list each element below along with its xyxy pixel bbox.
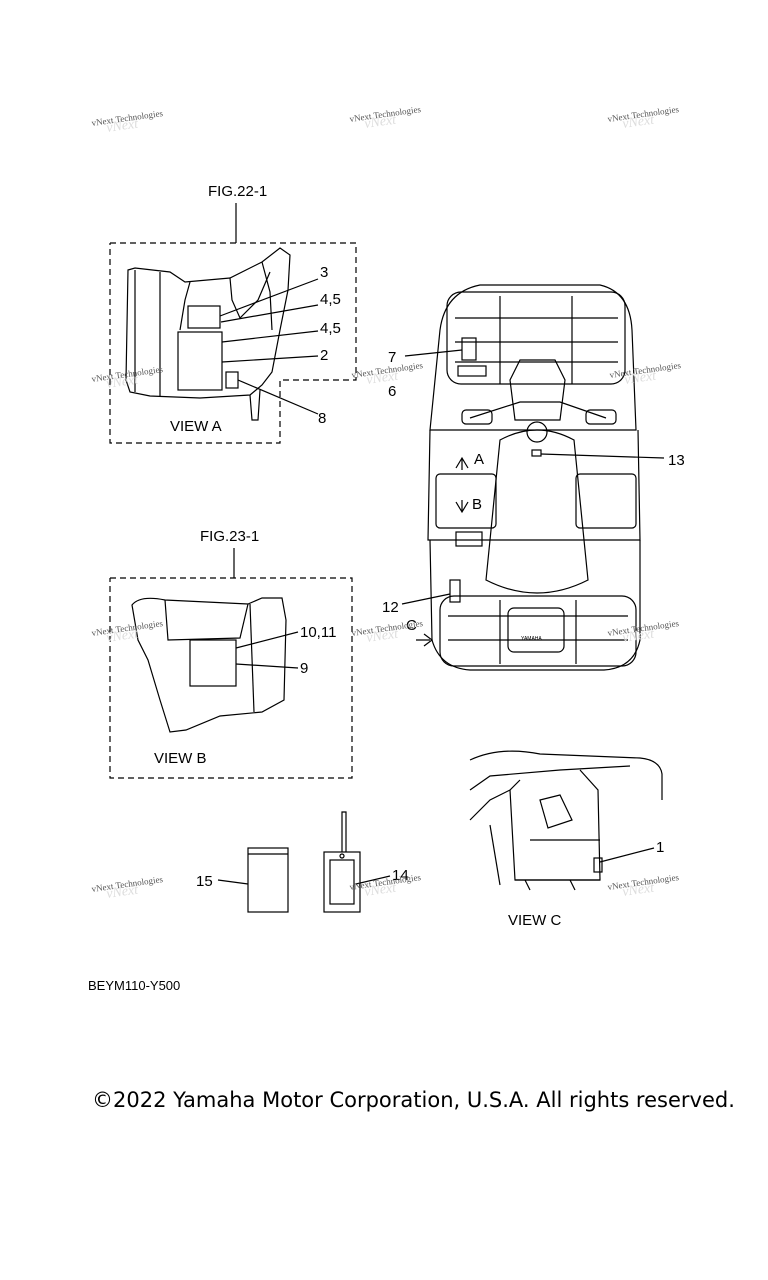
copyright-notice: ©2022 Yamaha Motor Corporation, U.S.A. A… — [92, 1088, 735, 1112]
svg-text:vNext: vNext — [365, 368, 400, 387]
view-b-frame — [109, 577, 353, 779]
view-b-label: VIEW B — [154, 750, 207, 767]
callout-10-11: 10,11 — [300, 624, 336, 641]
fig-22-1-label: FIG.22-1 — [208, 183, 267, 200]
callout-4-5-b: 4,5 — [320, 320, 341, 337]
arrow-a-label: A — [474, 451, 484, 468]
svg-text:vNext: vNext — [105, 116, 140, 135]
svg-text:vNext: vNext — [363, 112, 398, 131]
callout-12: 12 — [382, 599, 399, 616]
label-9 — [189, 639, 237, 687]
front-fender-outline — [125, 247, 291, 399]
part-15-card — [247, 847, 289, 913]
callout-8: 8 — [318, 410, 326, 427]
label-3 — [187, 305, 221, 329]
callout-13: 13 — [668, 452, 685, 469]
callout-1: 1 — [656, 839, 664, 856]
fuel-cap — [526, 421, 548, 443]
svg-text:vNext: vNext — [105, 372, 140, 391]
fig-23-1-label: FIG.23-1 — [200, 528, 259, 545]
part-14-string — [341, 811, 347, 852]
view-c-label: VIEW C — [508, 912, 562, 929]
front-rack — [446, 291, 626, 385]
arrow-c-label: C — [406, 617, 417, 634]
view-c-seat — [469, 750, 663, 800]
label-7 — [461, 337, 477, 361]
seat — [485, 429, 589, 594]
arrow-b-label: B — [472, 496, 482, 513]
svg-text:vNext: vNext — [621, 880, 656, 899]
view-a-frame — [109, 242, 357, 444]
view-a-group — [109, 203, 357, 444]
handlebar-pod — [509, 359, 566, 421]
label-2 — [177, 331, 223, 391]
svg-text:vNext: vNext — [621, 626, 656, 645]
svg-text:vNext: vNext — [363, 880, 398, 899]
callout-4-5-a: 4,5 — [320, 291, 341, 308]
callout-2: 2 — [320, 347, 328, 364]
svg-text:vNext: vNext — [365, 626, 400, 645]
front-body — [429, 284, 637, 431]
callout-6: 6 — [388, 383, 396, 400]
diagram-code: BEYM110-Y500 — [88, 978, 181, 993]
callout-7: 7 — [388, 349, 396, 366]
rear-fender-outline — [131, 597, 287, 733]
label-13 — [531, 449, 542, 457]
rear-rack — [439, 595, 637, 667]
arrow-c — [416, 633, 433, 647]
callout-9: 9 — [300, 660, 308, 677]
svg-text:vNext: vNext — [623, 368, 658, 387]
atv-top-view — [401, 284, 665, 671]
label-12 — [449, 579, 461, 603]
rear-rack-badge: YAMAHA — [521, 636, 542, 642]
arrow-b — [455, 500, 469, 514]
callout-3: 3 — [320, 264, 328, 281]
view-a-label: VIEW A — [170, 418, 222, 435]
arrow-a — [455, 456, 469, 470]
label-6 — [457, 365, 487, 377]
rear-body — [429, 539, 641, 671]
view-c-group — [469, 750, 663, 891]
callout-14: 14 — [392, 867, 409, 884]
label-8 — [225, 371, 239, 389]
rear-storage-lid — [507, 607, 565, 653]
view-b-group — [109, 548, 353, 779]
svg-text:vNext: vNext — [105, 882, 140, 901]
svg-text:vNext: vNext — [621, 112, 656, 131]
svg-text:vNext: vNext — [105, 626, 140, 645]
label-1 — [593, 857, 603, 873]
callout-15: 15 — [196, 873, 213, 890]
